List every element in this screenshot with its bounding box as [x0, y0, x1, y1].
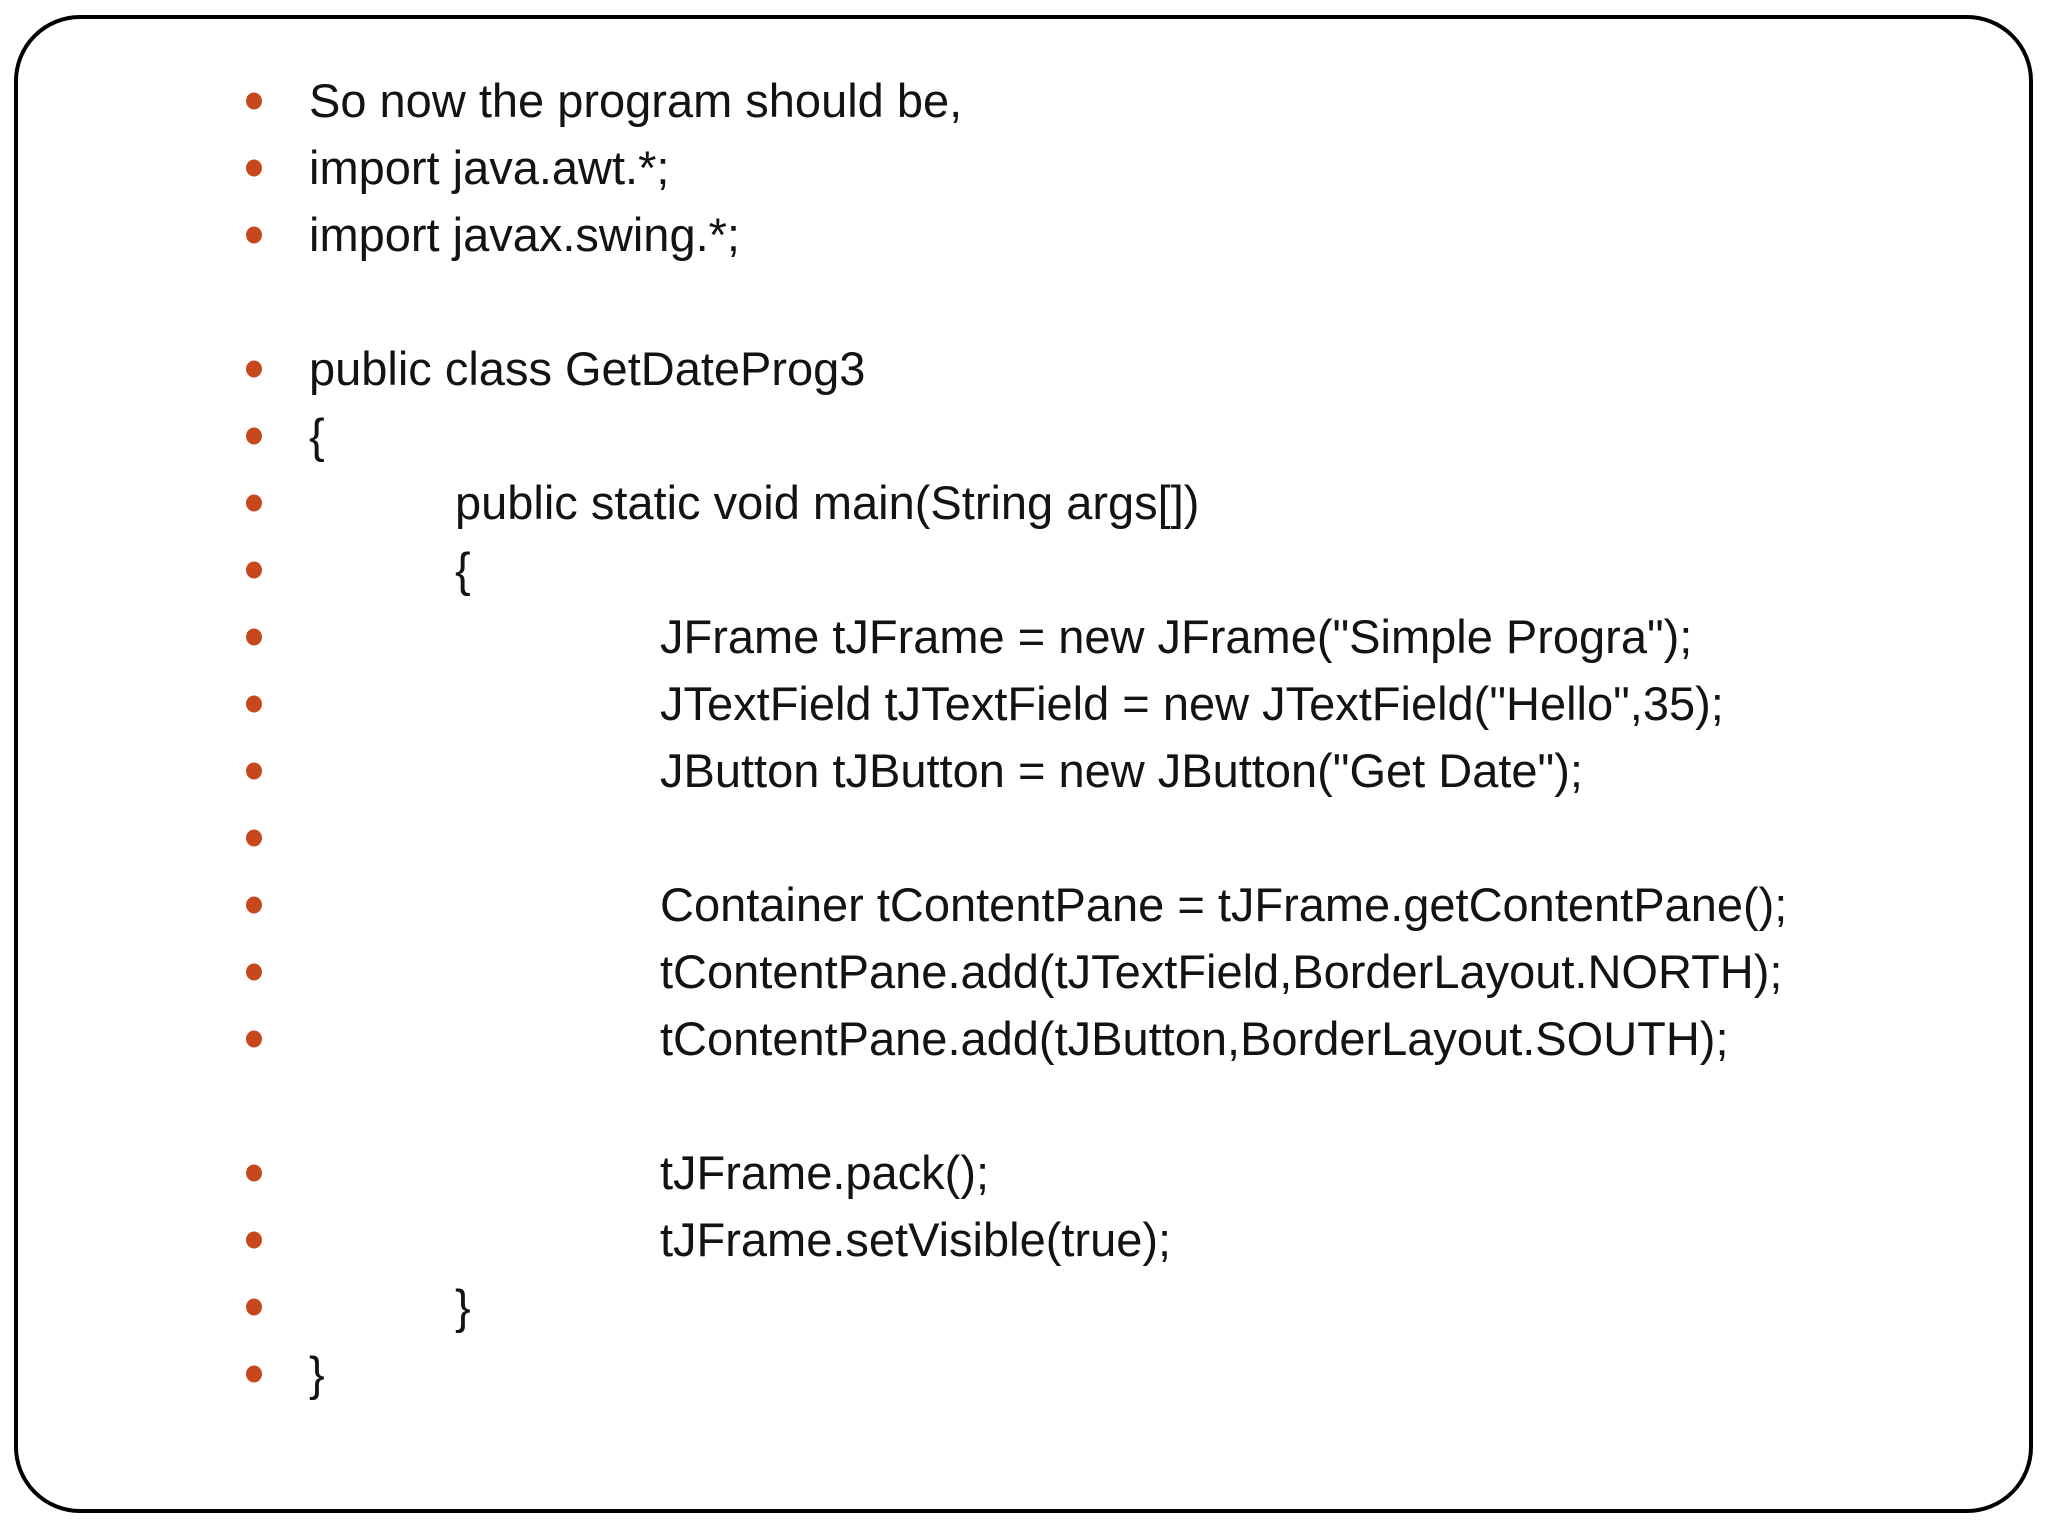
code-line-text: {	[455, 543, 471, 596]
code-line-text: import javax.swing.*;	[309, 208, 740, 261]
bullet-icon	[246, 628, 262, 645]
bullet-icon	[246, 92, 262, 109]
code-line-text: Container tContentPane = tJFrame.getCont…	[660, 878, 1788, 931]
code-line-text: tJFrame.setVisible(true);	[660, 1213, 1172, 1266]
code-line: }	[18, 1273, 2029, 1340]
bullet-icon	[246, 360, 262, 377]
code-line	[18, 804, 2029, 871]
bullet-icon	[246, 896, 262, 913]
code-bullet-list: So now the program should be, import jav…	[18, 67, 2029, 1407]
code-line: public static void main(String args[])	[18, 469, 2029, 536]
code-line: import javax.swing.*;	[18, 201, 2029, 268]
code-line-text: tContentPane.add(tJButton,BorderLayout.S…	[660, 1012, 1729, 1065]
slide-frame: So now the program should be, import jav…	[14, 15, 2033, 1513]
bullet-icon	[246, 695, 262, 712]
bullet-icon	[246, 159, 262, 176]
code-line: {	[18, 536, 2029, 603]
code-line: tJFrame.pack();	[18, 1139, 2029, 1206]
bullet-icon	[246, 494, 262, 511]
code-line-text: public class GetDateProg3	[309, 342, 866, 395]
bullet-icon	[246, 1164, 262, 1181]
code-line-text: So now the program should be,	[309, 74, 963, 127]
code-line: Container tContentPane = tJFrame.getCont…	[18, 871, 2029, 938]
bullet-icon	[246, 829, 262, 846]
bullet-icon	[246, 427, 262, 444]
code-line-text: public static void main(String args[])	[455, 476, 1200, 529]
code-line: public class GetDateProg3	[18, 335, 2029, 402]
code-line-text: JTextField tJTextField = new JTextField(…	[660, 677, 1724, 730]
code-line: tJFrame.setVisible(true);	[18, 1206, 2029, 1273]
bullet-icon	[246, 561, 262, 578]
code-line: JTextField tJTextField = new JTextField(…	[18, 670, 2029, 737]
code-line-text: JFrame tJFrame = new JFrame("Simple Prog…	[660, 610, 1693, 663]
bullet-icon	[246, 762, 262, 779]
code-line: }	[18, 1340, 2029, 1407]
code-line-text: }	[309, 1347, 325, 1400]
code-line-text: tContentPane.add(tJTextField,BorderLayou…	[660, 945, 1783, 998]
code-line: So now the program should be,	[18, 67, 2029, 134]
code-line: JButton tJButton = new JButton("Get Date…	[18, 737, 2029, 804]
code-line: JFrame tJFrame = new JFrame("Simple Prog…	[18, 603, 2029, 670]
bullet-icon	[246, 226, 262, 243]
bullet-icon	[246, 1231, 262, 1248]
code-line-text: tJFrame.pack();	[660, 1146, 990, 1199]
code-line	[18, 1072, 2029, 1139]
code-line-text: }	[455, 1280, 471, 1333]
code-line-text: JButton tJButton = new JButton("Get Date…	[660, 744, 1583, 797]
code-line: {	[18, 402, 2029, 469]
bullet-icon	[246, 1365, 262, 1382]
code-line	[18, 268, 2029, 335]
code-line-text: import java.awt.*;	[309, 141, 670, 194]
bullet-icon	[246, 963, 262, 980]
code-line: tContentPane.add(tJTextField,BorderLayou…	[18, 938, 2029, 1005]
bullet-icon	[246, 1030, 262, 1047]
code-line: tContentPane.add(tJButton,BorderLayout.S…	[18, 1005, 2029, 1072]
code-line-text: {	[309, 409, 325, 462]
code-line: import java.awt.*;	[18, 134, 2029, 201]
bullet-icon	[246, 1298, 262, 1315]
